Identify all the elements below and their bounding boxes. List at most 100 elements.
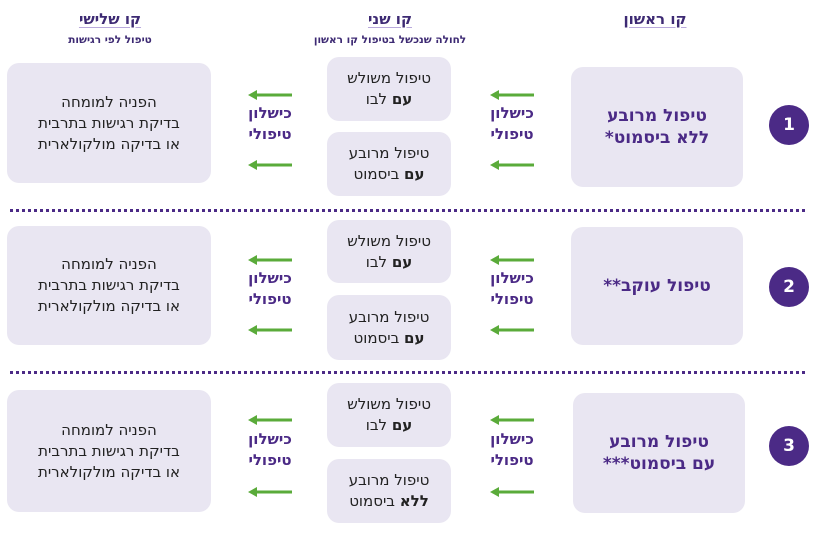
third-line-text-line: הפניה למומחה — [61, 255, 157, 273]
third-line-text-line: או בדיקה מולקולארית — [37, 134, 181, 153]
second-line-text-line: טיפול משולש — [347, 231, 431, 250]
second-line-text-line: עם ביסמוט — [349, 328, 430, 349]
bold-qualifier: עם — [391, 90, 413, 108]
second-line-text-line: טיפול משולש — [347, 395, 431, 413]
third-line-text: הפניה למומחה בדיקת רגישות בתרבית או בדיקה … — [38, 92, 180, 155]
third-line-text-line: בדיקת רגישות בתרבית — [38, 276, 180, 294]
second-line-text: טיפול משולש עם לבו — [347, 394, 431, 436]
second-line-treatment-box: טיפול מרובע עם ביסמוט — [327, 295, 451, 360]
header-third-line-subtitle: טיפול לפי רגישות — [68, 34, 152, 46]
third-line-text-line: בדיקת רגישות בתרבית — [38, 441, 180, 460]
failure-label-line: טיפולי — [490, 125, 534, 143]
arrow-left-icon — [248, 85, 292, 100]
first-line-text-line: טיפול מרובע — [609, 432, 709, 452]
arrow-left-icon — [248, 155, 292, 170]
first-line-text-line: עם ביסמוט*** — [602, 454, 716, 474]
third-line-text-line: הפניה למומחה — [61, 420, 157, 439]
header-first-line: קו ראשון — [623, 10, 687, 28]
arrow-left-icon — [248, 482, 292, 497]
second-line-text-line: עם ביסמוט — [349, 164, 430, 185]
header-second-line-subtitle: לחולה שנכשל בטיפול קו ראשון — [313, 34, 467, 46]
second-line-treatment-box: טיפול משולש עם לבו — [327, 220, 451, 283]
arrow-left-icon — [248, 320, 292, 335]
second-line-text-rest: ביסמוט — [353, 165, 405, 183]
treatment-failure-label: כישלון טיפולי — [245, 268, 295, 310]
second-line-text-line: טיפול משולש — [347, 69, 431, 87]
second-line-text-line: עם לבו — [347, 252, 431, 273]
bold-qualifier: עם — [404, 328, 425, 347]
failure-label-line: טיפולי — [248, 451, 292, 469]
header-third-line: קו שלישי — [78, 10, 142, 28]
second-line-treatment-box: טיפול מרובע ללא ביסמוט — [327, 459, 451, 523]
second-line-treatment-box: טיפול משולש עם לבו — [327, 383, 451, 447]
third-line-referral-box: הפניה למומחה בדיקת רגישות בתרבית או בדיקה … — [7, 226, 211, 345]
failure-label-line: כישלון — [490, 269, 534, 287]
bold-qualifier: עם — [404, 165, 425, 183]
failure-label-line: כישלון — [490, 104, 534, 122]
arrow-left-icon — [248, 250, 292, 265]
failure-label-line: טיפולי — [490, 290, 534, 308]
arrow-left-icon — [490, 320, 534, 335]
second-line-text-rest: לבו — [365, 90, 392, 108]
third-line-text-line: או בדיקה מולקולארית — [37, 462, 181, 481]
second-line-treatment-box: טיפול מרובע עם ביסמוט — [327, 132, 451, 196]
arrow-left-icon — [490, 250, 534, 265]
arrow-left-icon — [490, 410, 534, 425]
row-divider — [10, 209, 805, 212]
second-line-text-line: עם לבו — [347, 415, 431, 436]
row-number-badge: 2 — [769, 267, 809, 307]
treatment-failure-label: כישלון טיפולי — [487, 103, 537, 145]
row-divider — [10, 371, 805, 374]
third-line-text-line: בדיקת רגישות בתרבית — [38, 113, 180, 132]
third-line-text-line: או בדיקה מולקולארית — [37, 297, 181, 315]
first-line-text: טיפול עוקב** — [603, 275, 711, 297]
treatment-failure-label: כישלון טיפולי — [245, 429, 295, 471]
third-line-referral-box: הפניה למומחה בדיקת רגישות בתרבית או בדיקה … — [7, 63, 211, 183]
row-number-badge: 3 — [769, 426, 809, 466]
third-line-text: הפניה למומחה בדיקת רגישות בתרבית או בדיקה … — [38, 420, 180, 483]
failure-label-line: טיפולי — [248, 290, 292, 308]
arrow-left-icon — [248, 410, 292, 425]
second-line-text-line: טיפול מרובע — [348, 471, 430, 489]
first-line-treatment-box: טיפול עוקב** — [571, 227, 743, 345]
failure-label-line: טיפולי — [490, 451, 534, 469]
treatment-failure-label: כישלון טיפולי — [487, 268, 537, 310]
failure-label-line: כישלון — [248, 269, 292, 287]
header-second-line: קו שני — [367, 10, 412, 28]
failure-label-line: כישלון — [248, 104, 292, 122]
second-line-text-rest: ביסמוט — [349, 492, 400, 510]
second-line-text-rest: ביסמוט — [353, 328, 405, 347]
second-line-text-line: ללא ביסמוט — [349, 491, 430, 512]
failure-label-line: טיפולי — [248, 125, 292, 143]
third-line-text: הפניה למומחה בדיקת רגישות בתרבית או בדיקה … — [38, 254, 180, 317]
bold-qualifier: עם — [391, 252, 413, 271]
second-line-text-line: טיפול מרובע — [348, 144, 430, 162]
first-line-text-line: ללא ביסמוט* — [604, 128, 710, 148]
arrow-left-icon — [490, 155, 534, 170]
second-line-text-line: טיפול מרובע — [348, 307, 430, 326]
second-line-text: טיפול משולש עם לבו — [347, 68, 431, 110]
row-number-badge: 1 — [769, 105, 809, 145]
failure-label-line: כישלון — [248, 430, 292, 448]
second-line-text-rest: לבו — [365, 416, 392, 434]
first-line-text-line: טיפול עוקב** — [603, 276, 711, 296]
second-line-text: טיפול מרובע עם ביסמוט — [349, 307, 430, 349]
arrow-left-icon — [490, 85, 534, 100]
second-line-treatment-box: טיפול משולש עם לבו — [327, 57, 451, 121]
bold-qualifier: עם — [391, 416, 413, 434]
third-line-text-line: הפניה למומחה — [61, 92, 157, 111]
second-line-text-line: עם לבו — [347, 89, 431, 110]
treatment-failure-label: כישלון טיפולי — [487, 429, 537, 471]
second-line-text-rest: לבו — [365, 252, 392, 271]
first-line-text-line: טיפול מרובע — [607, 106, 707, 126]
treatment-failure-label: כישלון טיפולי — [245, 103, 295, 145]
second-line-text: טיפול מרובע ללא ביסמוט — [349, 470, 430, 512]
third-line-referral-box: הפניה למומחה בדיקת רגישות בתרבית או בדיקה … — [7, 390, 211, 512]
failure-label-line: כישלון — [490, 430, 534, 448]
arrow-left-icon — [490, 482, 534, 497]
bold-qualifier: ללא — [399, 492, 429, 510]
